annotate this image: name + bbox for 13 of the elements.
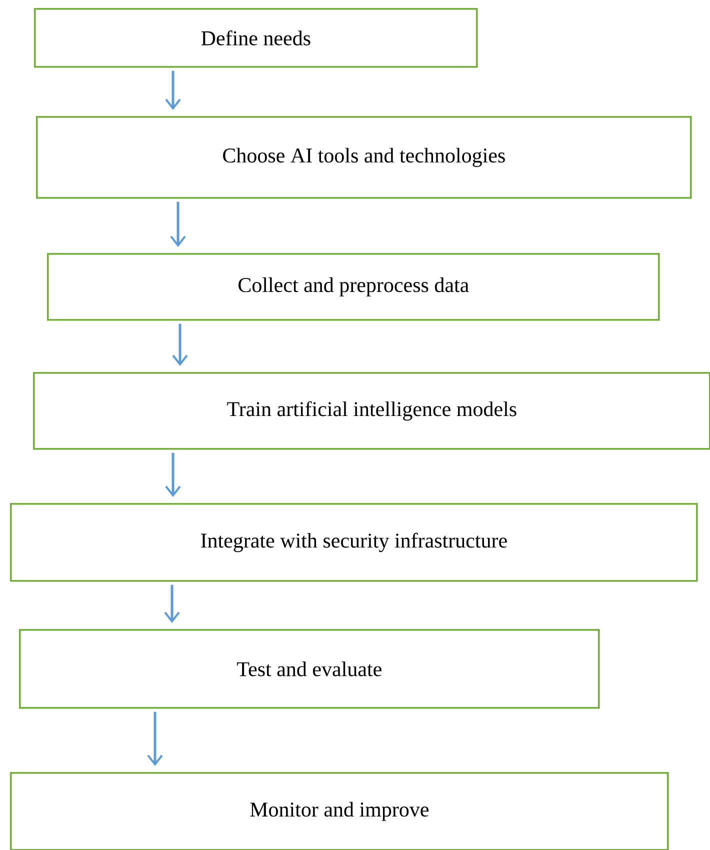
process-box: Integrate with security infrastructure	[10, 503, 698, 582]
arrow	[147, 712, 163, 766]
arrow	[165, 452, 181, 497]
process-box: Collect and preprocess data	[47, 253, 660, 321]
process-box: Monitor and improve	[10, 772, 669, 850]
arrow	[172, 324, 188, 366]
process-box: Choose AI tools and technologies	[36, 116, 692, 199]
process-box: Define needs	[34, 8, 478, 68]
arrow	[170, 202, 186, 247]
process-box: Test and evaluate	[19, 629, 600, 709]
process-box: Train artificial intelligence models	[33, 372, 710, 450]
arrow	[165, 70, 181, 110]
arrow	[164, 584, 180, 623]
